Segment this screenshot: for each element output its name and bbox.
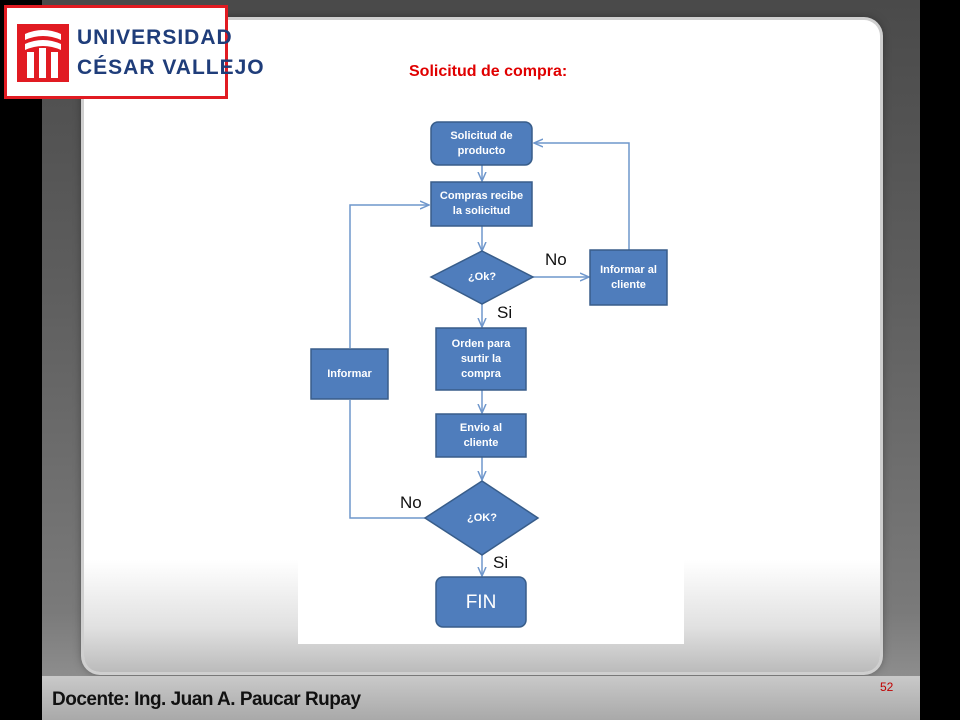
- edge-label-si2: Si: [493, 553, 509, 572]
- node-informar-cliente: [589, 249, 668, 306]
- node-label-informar-cliente: Informar al cliente: [600, 263, 657, 291]
- node-decision-ok1: [429, 250, 535, 305]
- node-label-ok1: ¿Ok?: [467, 270, 497, 283]
- node-label-solicitud: Solicitud de producto: [450, 129, 513, 157]
- edge-label-no2: No: [400, 493, 422, 512]
- node-label-envio: Envio al cliente: [459, 421, 503, 449]
- left-margin: [0, 0, 42, 720]
- university-logo: UNIVERSIDAD CÉSAR VALLEJO: [4, 5, 264, 99]
- edge-label-no1: No: [545, 250, 567, 269]
- footer-band: [42, 676, 920, 720]
- node-compras-recibe: [430, 181, 533, 227]
- logo-text-line1: UNIVERSIDAD: [77, 26, 233, 49]
- teacher-credit: Docente: Ing. Juan A. Paucar Rupay: [52, 689, 361, 710]
- node-label-orden: Orden para surtir la compra: [451, 337, 511, 380]
- node-informar: [310, 348, 389, 400]
- node-envio-cliente: [435, 413, 527, 458]
- node-label-informar: Informar: [327, 367, 372, 380]
- node-decision-ok2: [423, 480, 540, 556]
- right-margin: [920, 0, 960, 720]
- edge-informar-compras: [349, 205, 429, 348]
- node-solicitud-producto: [430, 121, 533, 166]
- flowchart: Solicitud de producto Compras recibe la …: [298, 100, 684, 644]
- slide-title: Solicitud de compra:: [409, 63, 568, 80]
- edge-ok2-informar: [349, 400, 425, 519]
- edge-label-si1: Si: [497, 303, 513, 322]
- node-label-fin: FIN: [465, 591, 497, 613]
- logo-text-line2: CÉSAR VALLEJO: [77, 56, 265, 79]
- page-number: 52: [880, 680, 894, 694]
- node-label-compras: Compras recibe la solicitud: [439, 190, 524, 217]
- edge-informar-cliente-solicitud: [534, 143, 630, 250]
- node-fin: [435, 576, 527, 628]
- logo-emblem-icon: [17, 24, 69, 82]
- node-orden-surtir: [435, 327, 527, 391]
- node-label-ok2: ¿OK?: [467, 511, 497, 524]
- flowchart-canvas: [310, 121, 668, 628]
